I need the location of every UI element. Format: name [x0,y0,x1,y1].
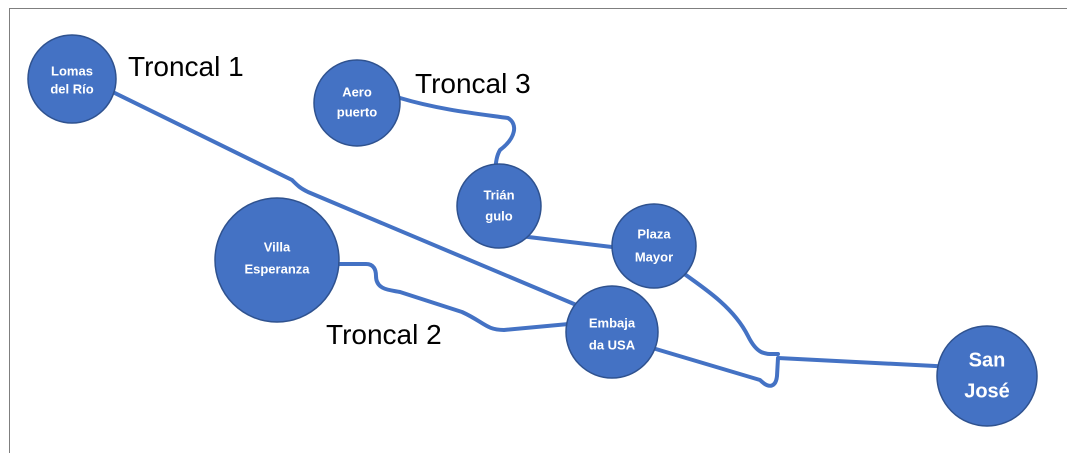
station-san-jose: San José [936,325,1038,427]
route-line-troncal-2-3-shared [610,334,976,388]
station-triangulo-label-line2: gulo [485,208,512,223]
route-line-troncal-2 [276,262,614,332]
station-san-jose-label-line1: San [969,349,1006,371]
station-lomas-del-rio: Lomas del Río [27,34,117,124]
station-embajada-usa: Embaja da USA [565,285,659,379]
station-aeropuerto-circle [313,59,401,147]
station-triangulo: Trián gulo [456,163,542,249]
station-villa-esperanza-label-line1: Villa [264,239,291,254]
station-aeropuerto-label-line2: puerto [337,104,378,119]
station-lomas-del-rio-label-line1: Lomas [51,63,93,78]
route-line-troncal-3 [356,96,780,357]
station-embajada-usa-circle [565,285,659,379]
station-embajada-usa-label-line1: Embaja [589,315,636,330]
route-label-troncal-2: Troncal 2 [326,319,442,350]
station-triangulo-label-line1: Trián [483,187,514,202]
station-plaza-mayor-label-line2: Mayor [635,249,673,264]
station-aeropuerto-label-line1: Aero [342,84,372,99]
station-villa-esperanza: Villa Esperanza [214,197,340,323]
station-villa-esperanza-circle [214,197,340,323]
route-line-troncal-1 [70,70,614,322]
station-san-jose-label-line2: José [964,380,1010,402]
station-lomas-del-rio-circle [27,34,117,124]
station-plaza-mayor-circle [611,203,697,289]
station-lomas-del-rio-label-line2: del Río [50,81,93,96]
station-triangulo-circle [456,163,542,249]
station-embajada-usa-label-line2: da USA [589,337,636,352]
station-plaza-mayor-label-line1: Plaza [637,226,671,241]
station-plaza-mayor: Plaza Mayor [611,203,697,289]
route-label-troncal-3: Troncal 3 [415,68,531,99]
route-label-troncal-1: Troncal 1 [128,51,244,82]
station-san-jose-circle [936,325,1038,427]
station-villa-esperanza-label-line2: Esperanza [244,261,310,276]
station-aeropuerto: Aero puerto [313,59,401,147]
